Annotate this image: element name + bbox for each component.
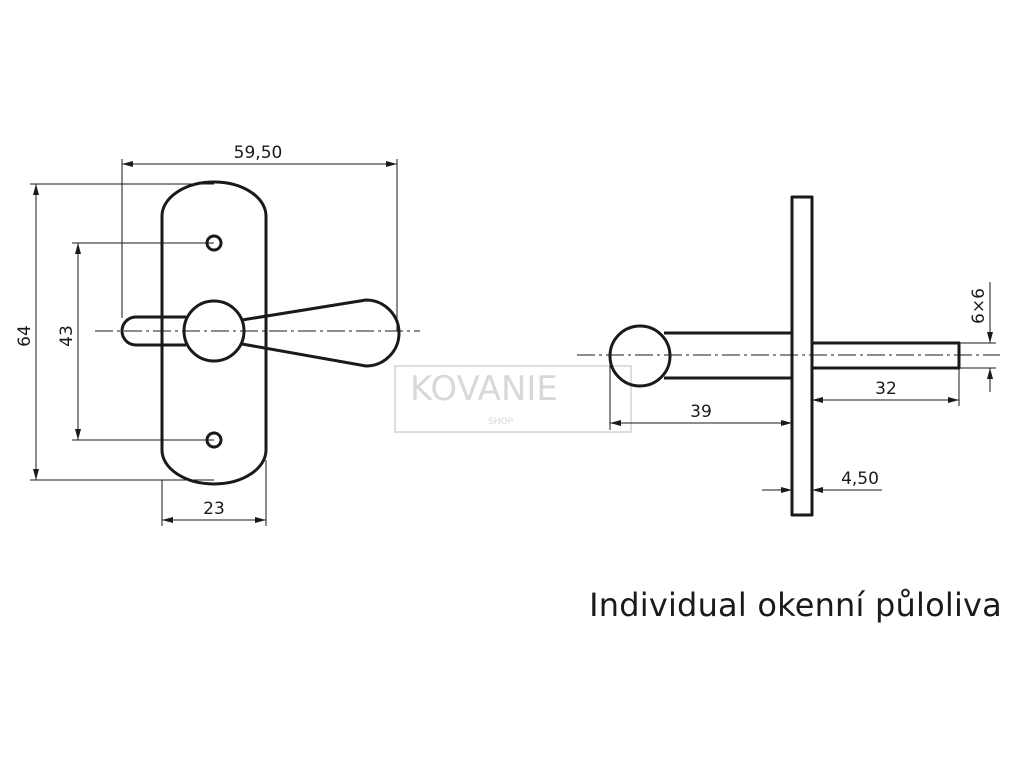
- dim-handle-length: 39: [609, 356, 793, 430]
- watermark-sub: SHOP: [488, 417, 514, 427]
- side-plate: [790, 195, 814, 517]
- dim-overall-height: 64: [15, 183, 214, 481]
- rosette: [182, 299, 246, 363]
- dim-plate-width-label: 23: [203, 499, 225, 519]
- dim-overall-width-label: 59,50: [234, 143, 283, 163]
- dim-overall-width: 59,50: [121, 143, 398, 331]
- lever-arm: [241, 298, 401, 368]
- spindle: [812, 341, 961, 370]
- handle-stub: [120, 315, 186, 347]
- dim-plate-width: 23: [161, 460, 267, 526]
- watermark-brand: KOVANIE: [410, 369, 558, 409]
- handle-knob: [608, 324, 672, 388]
- dim-spindle-length: 32: [812, 368, 960, 406]
- front-view: 59,50 64 43 23: [15, 143, 420, 526]
- side-view: 39 32 4,50 6×6: [577, 195, 1000, 517]
- dim-spindle-section: 6×6: [959, 282, 996, 392]
- dim-hole-spacing: 43: [57, 242, 214, 441]
- dim-handle-length-label: 39: [690, 402, 712, 422]
- dim-plate-thickness: 4,50: [762, 469, 882, 493]
- dim-plate-thickness-label: 4,50: [841, 469, 879, 489]
- dim-spindle-section-label: 6×6: [969, 288, 989, 324]
- dim-overall-height-label: 64: [15, 325, 35, 347]
- dim-hole-spacing-label: 43: [57, 325, 77, 347]
- dim-spindle-length-label: 32: [875, 379, 897, 399]
- handle-bar: [664, 331, 792, 380]
- backplate-outline: [160, 180, 268, 486]
- watermark: KOVANIE SHOP: [394, 365, 632, 433]
- product-title: Individual okenní půloliva: [589, 586, 1002, 624]
